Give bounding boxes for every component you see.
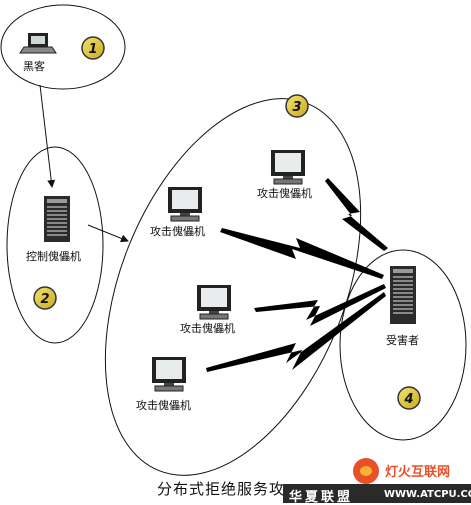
controller-label: 控制傀儡机 [26,249,81,263]
hacker-label: 黑客 [23,59,45,73]
attack-bolt-c [206,292,386,372]
laptop-icon [19,33,57,54]
diagram-caption: 分布式拒绝服务攻 [157,480,286,498]
watermark-logo-inner [360,466,372,476]
step-badge-1: 1 [81,36,105,60]
victim-zone [339,249,467,441]
zombie-b-label: 攻击傀儡机 [180,321,235,335]
monitor-icon-top [271,150,305,185]
step-badge-4: 4 [397,386,421,410]
step-badge-2: 2 [33,286,57,310]
hacker-to-controller-arrow [39,84,56,188]
watermark-bar [283,484,471,503]
svg-text:4: 4 [403,392,413,407]
hacker-zone [0,4,126,90]
watermark-site-name: 灯火互联网 [385,465,451,480]
victim-label: 受害者 [386,333,419,347]
monitor-icon-c [152,357,186,392]
svg-text:3: 3 [292,100,301,115]
zombie-a-label: 攻击傀儡机 [150,224,205,238]
monitor-icon-a [168,187,202,222]
attack-bolt-top [325,178,388,251]
zombie-top-label: 攻击傀儡机 [257,186,312,200]
watermark-url: WWW.ATCPU.COM [384,489,471,500]
controller-zone [6,146,104,344]
attack-bolt-a [220,228,384,279]
svg-text:1: 1 [88,42,97,57]
zombie-zone [104,98,362,476]
controller-server-icon [44,196,70,242]
attack-bolt-b [254,284,386,326]
step-badge-3: 3 [285,94,309,118]
zombie-c-label: 攻击傀儡机 [136,398,191,412]
watermark-alliance: 华夏联盟 [289,490,354,505]
svg-text:2: 2 [40,292,49,307]
controller-to-zombies-arrow [87,224,129,243]
victim-server-icon [390,266,416,324]
monitor-icon-b [197,285,231,320]
